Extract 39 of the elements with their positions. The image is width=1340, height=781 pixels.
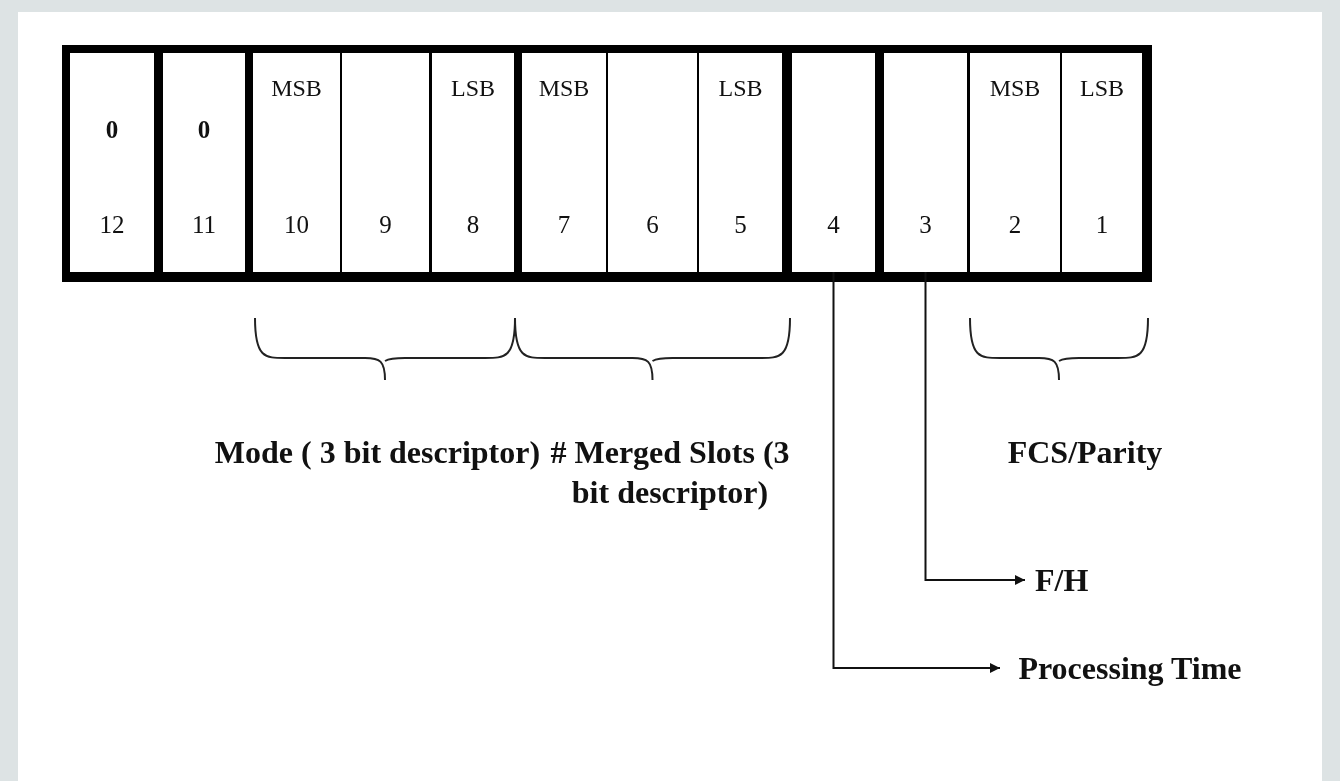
bit-cell bbox=[792, 53, 875, 272]
bit-number: 5 bbox=[733, 211, 748, 239]
bit-order-label: MSB bbox=[537, 75, 591, 102]
bit-order-label: LSB bbox=[1079, 75, 1125, 102]
bit-order-label: MSB bbox=[270, 75, 323, 102]
bit-cell bbox=[432, 53, 514, 272]
bit-order-label: MSB bbox=[988, 75, 1042, 102]
arrow bbox=[924, 271, 1026, 585]
bit-number: 2 bbox=[1007, 211, 1023, 239]
bit-number: 9 bbox=[378, 211, 393, 239]
bit-cell bbox=[1062, 53, 1142, 272]
bit-number: 8 bbox=[465, 211, 481, 239]
brace-label: # Merged Slots (3 bit descriptor) bbox=[549, 433, 791, 512]
field-label: F/H bbox=[1035, 560, 1155, 600]
bit-cell bbox=[608, 53, 697, 272]
bit-number: 11 bbox=[190, 211, 218, 239]
bit-number: 12 bbox=[98, 211, 126, 239]
bit-cell bbox=[163, 53, 245, 272]
bit-order-label: LSB bbox=[717, 75, 764, 102]
bit-cell bbox=[970, 53, 1060, 272]
arrow bbox=[832, 271, 1001, 673]
bit-cell bbox=[699, 53, 782, 272]
bit-cell bbox=[253, 53, 340, 272]
brace-label: Mode ( 3 bit descriptor) bbox=[213, 433, 542, 472]
bit-number: 7 bbox=[556, 211, 572, 239]
bit-number: 1 bbox=[1094, 211, 1110, 239]
bit-value: 0 bbox=[196, 116, 212, 144]
field-label: Processing Time bbox=[1010, 648, 1250, 688]
bit-cell bbox=[70, 53, 154, 272]
bit-number: 3 bbox=[918, 211, 933, 239]
bit-cell bbox=[342, 53, 429, 272]
bit-order-label: LSB bbox=[450, 75, 496, 102]
bit-number: 10 bbox=[283, 211, 310, 239]
bit-cell bbox=[522, 53, 606, 272]
bit-value: 0 bbox=[104, 116, 120, 144]
bit-cell bbox=[884, 53, 967, 272]
bit-number: 4 bbox=[826, 211, 841, 239]
bit-number: 6 bbox=[645, 211, 660, 239]
brace-label: FCS/Parity bbox=[1006, 433, 1164, 472]
